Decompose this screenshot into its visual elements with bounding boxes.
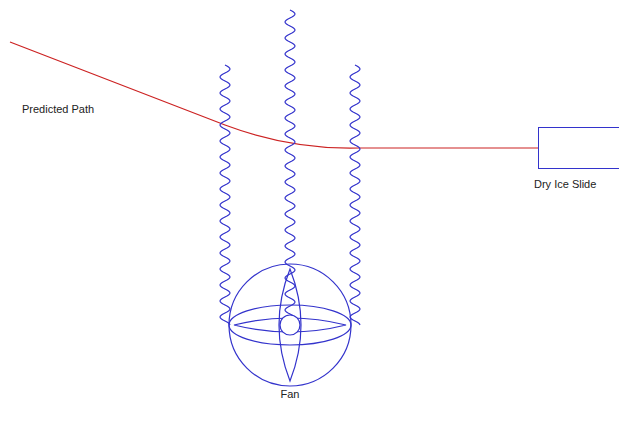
node-label: Fan (228, 388, 352, 401)
air-wave (350, 65, 360, 325)
fan-symbol (228, 263, 352, 387)
predicted-path-line (10, 42, 538, 148)
slide-outline (538, 127, 619, 169)
node-label: Dry Ice Slide (534, 178, 615, 191)
fan-node: Fan (228, 263, 352, 387)
slide-box: Dry Ice Slide (538, 127, 619, 169)
path-label: Predicted Path (22, 103, 94, 116)
air-wave (220, 65, 230, 325)
air-flow-waves (220, 10, 360, 325)
